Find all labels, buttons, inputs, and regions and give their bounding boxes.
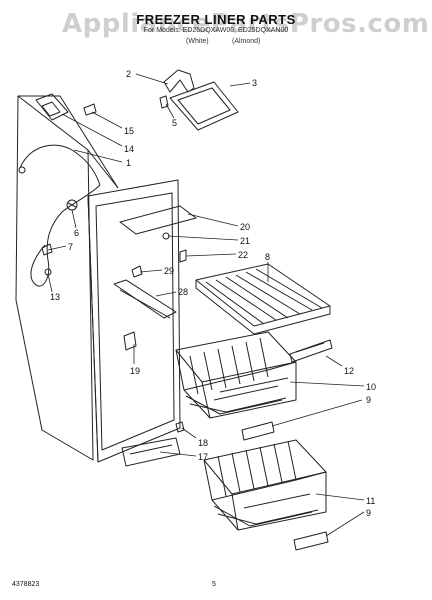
watermark: AppliancePartsPros.com <box>62 9 430 39</box>
model-numbers: For Models: ED25DQXAW00, ED25DQXAN00 <box>143 27 289 34</box>
callout-28: 28 <box>178 287 188 297</box>
part-6-clip <box>66 199 78 211</box>
callout-22: 22 <box>238 250 248 260</box>
leader-lines <box>47 73 365 537</box>
callout-17: 17 <box>198 452 208 462</box>
part-5-screw <box>159 95 169 109</box>
callout-21: 21 <box>240 236 250 246</box>
callout-6: 6 <box>74 228 79 238</box>
callout-29: 29 <box>164 266 174 276</box>
callout-19: 19 <box>130 366 140 376</box>
part-11-lower-basket <box>203 439 327 531</box>
callout-5: 5 <box>172 118 177 128</box>
color-almond-label: (Almond) <box>232 38 261 45</box>
callout-1: 1 <box>126 158 131 168</box>
part-7-clip <box>41 243 53 256</box>
callout-7: 7 <box>68 242 73 252</box>
callout-9-upper: 9 <box>366 395 371 405</box>
part-1-wire-harness <box>18 144 101 287</box>
callout-9-lower: 9 <box>366 508 371 518</box>
part-14-light-housing <box>35 93 69 121</box>
page-header: AppliancePartsPros.com FREEZER LINER PAR… <box>0 0 432 60</box>
callout-15: 15 <box>124 126 134 136</box>
part-17-bottom-rail <box>121 437 181 467</box>
part-12-shelf-rail <box>289 339 333 363</box>
color-white-label: (White) <box>186 38 209 45</box>
callout-11: 11 <box>366 496 375 506</box>
part-19-bracket <box>123 331 137 351</box>
part-15-bulb <box>83 103 97 116</box>
part-18-screw <box>175 421 185 433</box>
callout-12: 12 <box>344 366 354 376</box>
page-title: FREEZER LINER PARTS <box>136 12 296 27</box>
page-number: 5 <box>212 581 216 588</box>
callout-2: 2 <box>126 69 131 79</box>
part-2-bracket <box>163 69 195 93</box>
part-8-wire-shelf <box>195 263 331 335</box>
part-10-upper-basket <box>175 331 297 419</box>
part-22-clip <box>179 249 187 263</box>
part-9-lower-basket-trim <box>293 531 329 551</box>
liner-left-wall <box>15 95 119 461</box>
callout-20: 20 <box>240 222 250 232</box>
part-29-clip <box>131 265 143 278</box>
callout-labels: 2 3 5 15 14 1 6 7 13 20 21 22 8 29 28 19… <box>50 69 376 518</box>
callout-13: 13 <box>50 292 60 302</box>
part-28-shelf-support <box>113 279 177 319</box>
callout-18: 18 <box>198 438 208 448</box>
callout-8: 8 <box>265 252 270 262</box>
document-number: 4378823 <box>12 581 40 588</box>
callout-14: 14 <box>124 144 134 154</box>
part-20-cover-plate <box>119 205 197 235</box>
part-3-light-cover <box>169 81 239 131</box>
part-9-upper-basket-trim <box>241 421 275 441</box>
callout-3: 3 <box>252 78 257 88</box>
callout-10: 10 <box>366 382 376 392</box>
liner-back-wall <box>87 179 181 463</box>
